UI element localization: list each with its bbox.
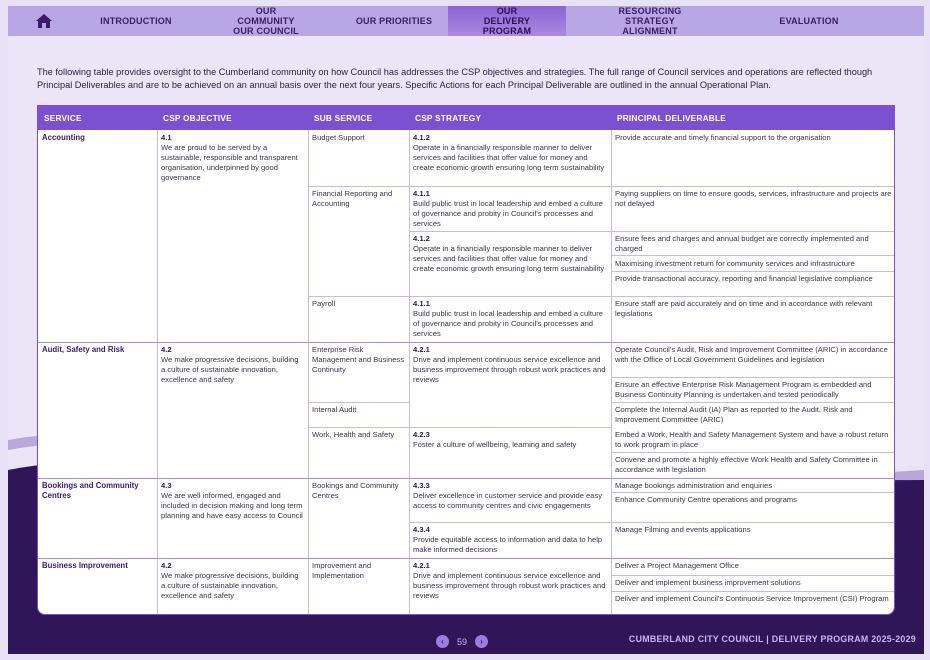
deliverable-cell: Ensure fees and charges and annual budge… <box>615 234 869 253</box>
chevron-right-icon[interactable]: › <box>475 635 489 648</box>
tab-our-priorities[interactable]: OUR PRIORITIES <box>355 16 433 26</box>
sub-service-cell: Budget Support <box>312 133 365 142</box>
intro-paragraph: The following table provides oversight t… <box>37 67 873 90</box>
header-sub-service: SUB SERVICE <box>314 113 373 123</box>
deliverable-cell: Ensure staff are paid accurately and on … <box>615 299 873 318</box>
service-audit: Audit, Safety and Risk <box>42 345 125 354</box>
sub-service-cell: Payroll <box>312 299 336 308</box>
deliverable-cell: Convene and promote a highly effective W… <box>615 455 878 474</box>
deliverable-cell: Maximising investment return for communi… <box>615 259 855 268</box>
deliverable-cell: Deliver and implement Council's Continuo… <box>615 594 889 603</box>
deliverable-cell: Manage Filming and events applications <box>615 525 751 534</box>
top-navigation: INTRODUCTION OUR COMMUNITY OUR COUNCIL O… <box>8 6 924 36</box>
tab-introduction[interactable]: INTRODUCTION <box>100 16 172 26</box>
deliverable-cell: Embed a Work, Health and Safety Manageme… <box>615 430 889 449</box>
deliverable-cell: Manage bookings administration and enqui… <box>615 481 773 490</box>
deliverable-cell: Ensure an effective Enterprise Risk Mana… <box>615 380 872 399</box>
home-icon <box>36 14 52 28</box>
header-csp-objective: CSP OBJECTIVE <box>163 113 232 123</box>
deliverable-cell: Enhance Community Centre operations and … <box>615 495 797 504</box>
sub-service-cell: Enterprise Risk Management and Business … <box>312 345 405 374</box>
header-service: SERVICE <box>44 113 82 123</box>
service-accounting: Accounting <box>42 133 85 142</box>
footer-bar <box>8 620 924 654</box>
deliverable-cell: Deliver and implement business improveme… <box>615 578 801 587</box>
deliverable-cell: Complete the Internal Audit (IA) Plan as… <box>615 405 853 424</box>
deliverable-cell: Deliver a Project Management Office <box>615 561 739 570</box>
header-principal-deliverable: PRINCIPAL DELIVERABLE <box>617 113 726 123</box>
deliverable-cell: Provide accurate and timely financial su… <box>615 133 831 142</box>
service-bookings: Bookings and Community Centres <box>42 481 139 500</box>
chevron-left-icon[interactable]: ‹ <box>436 635 449 648</box>
footer-label: CUMBERLAND CITY COUNCIL | DELIVERY PROGR… <box>628 634 916 644</box>
tab-resourcing-strategy[interactable]: RESOURCING STRATEGY ALIGNMENT <box>618 6 682 36</box>
tab-evaluation[interactable]: EVALUATION <box>779 16 839 26</box>
tab-our-community[interactable]: OUR COMMUNITY OUR COUNCIL <box>233 6 299 36</box>
deliverable-cell: Provide transactional accuracy, reportin… <box>615 274 873 283</box>
home-button[interactable] <box>8 6 80 36</box>
page-number: 59 <box>457 636 468 647</box>
table-header: SERVICE CSP OBJECTIVE SUB SERVICE CSP ST… <box>38 106 894 130</box>
sub-service-cell: Bookings and Community Centres <box>312 481 399 500</box>
sub-service-cell: Internal Audit <box>312 405 357 414</box>
sub-service-cell: Improvement and Implementation <box>312 561 372 580</box>
delivery-table: SERVICE CSP OBJECTIVE SUB SERVICE CSP ST… <box>37 105 895 615</box>
header-csp-strategy: CSP STRATEGY <box>415 113 482 123</box>
deliverable-cell: Paying suppliers on time to ensure goods… <box>615 189 892 208</box>
service-business-improvement: Business Improvement <box>42 561 128 570</box>
sub-service-cell: Financial Reporting and Accounting <box>312 189 393 208</box>
sub-service-cell: Work, Health and Safety <box>312 430 395 439</box>
pager: ‹ 59 › <box>436 635 489 648</box>
tab-delivery-program[interactable]: OUR DELIVERY PROGRAM <box>448 6 566 36</box>
deliverable-cell: Operate Council's Audit, Risk and Improv… <box>615 345 888 364</box>
